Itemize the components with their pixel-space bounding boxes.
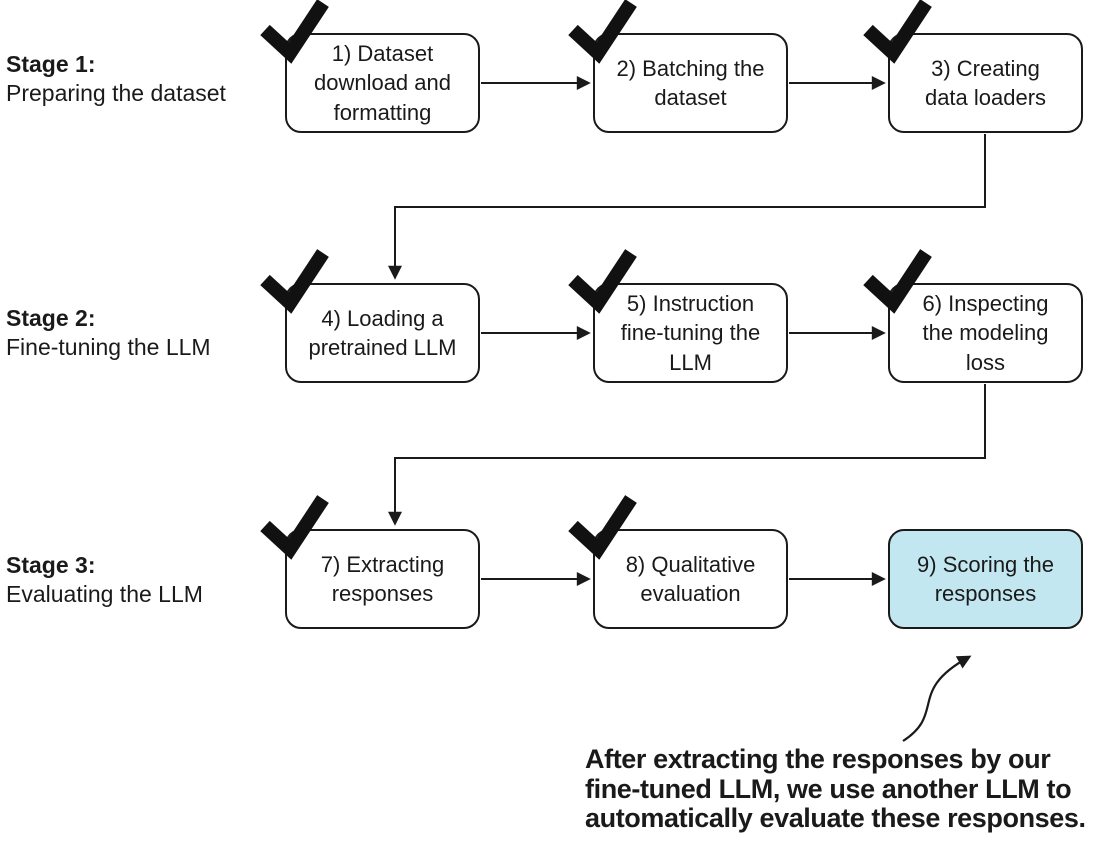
flow-box-creating-data-loaders: 3) Creating data loaders	[863, 0, 1083, 133]
flow-box-label: 1) Dataset download and formatting	[313, 41, 451, 125]
stage-2-label: Stage 2: Fine-tuning the LLM	[6, 304, 211, 362]
stage-2-subtitle: Fine-tuning the LLM	[6, 333, 211, 360]
stage-3-title: Stage 3:	[6, 552, 96, 578]
flow-box-label: 8) Qualitative evaluation	[625, 551, 756, 606]
flow-box-label: 4) Loading a pretrained LLM	[308, 305, 457, 360]
flow-box-extracting-responses: 7) Extracting responses	[260, 495, 480, 629]
flow-box-label: 7) Extracting responses	[320, 551, 445, 606]
flow-box-qualitative-evaluation: 8) Qualitative evaluation	[568, 495, 788, 629]
flow-box-batching-dataset: 2) Batching the dataset	[568, 0, 788, 133]
flow-box-loading-pretrained-llm: 4) Loading a pretrained LLM	[260, 249, 480, 383]
stage-2-title: Stage 2:	[6, 305, 96, 331]
arrow-box6-box7-elbow	[388, 384, 986, 526]
flow-box-label: 2) Batching the dataset	[616, 55, 765, 110]
flow-box-instruction-finetuning: 5) Instruction fine-tuning the LLM	[568, 249, 788, 383]
arrow-box3-box4-elbow	[388, 134, 986, 280]
flow-box-scoring-responses: 9) Scoring the responses	[888, 529, 1083, 629]
stage-1-title: Stage 1:	[6, 51, 96, 77]
stage-1-subtitle: Preparing the dataset	[6, 79, 226, 106]
flow-box-label: 3) Creating data loaders	[924, 55, 1047, 110]
stage-3-label: Stage 3: Evaluating the LLM	[6, 551, 203, 609]
annotation-curved-arrow	[902, 655, 972, 742]
flow-box-dataset-download: 1) Dataset download and formatting	[260, 0, 480, 133]
stage-3-subtitle: Evaluating the LLM	[6, 580, 203, 607]
flow-box-label: 5) Instruction fine-tuning the LLM	[620, 291, 761, 375]
flow-box-label: 9) Scoring the responses	[917, 551, 1054, 606]
flow-box-inspecting-loss: 6) Inspecting the modeling loss	[863, 249, 1083, 383]
annotation-text: After extracting the responses by our fi…	[585, 744, 1086, 834]
stage-1-label: Stage 1: Preparing the dataset	[6, 50, 226, 108]
flow-box-label: 6) Inspecting the modeling loss	[922, 291, 1049, 375]
